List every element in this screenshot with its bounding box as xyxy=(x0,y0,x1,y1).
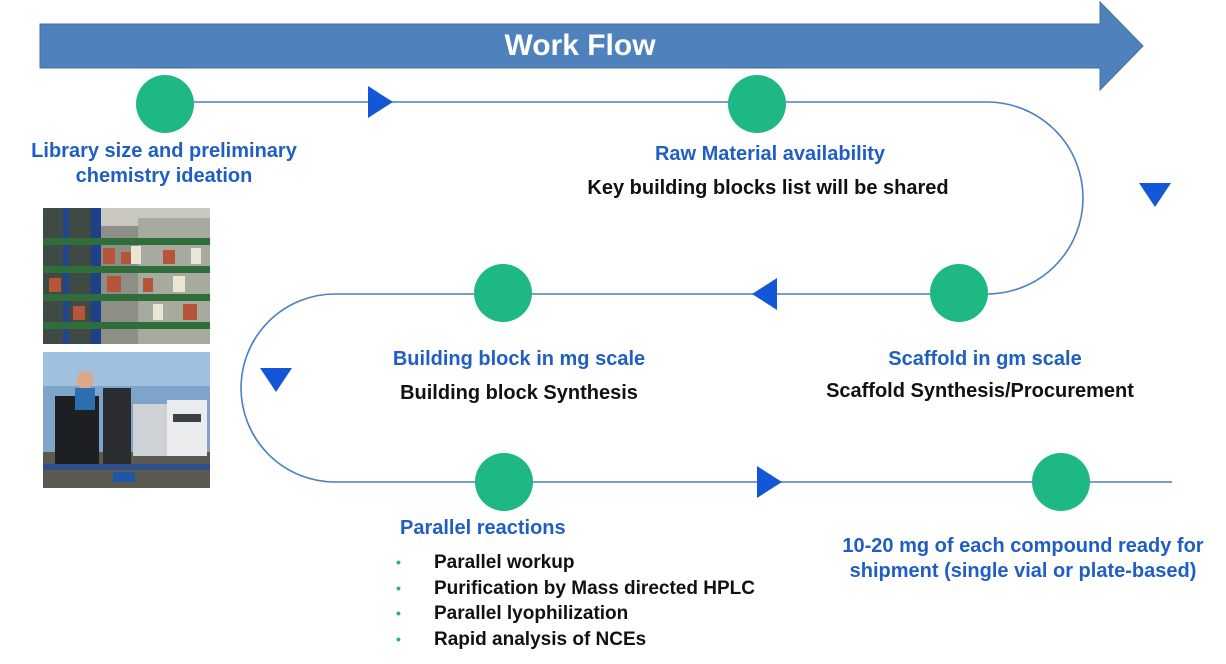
step-node-2 xyxy=(728,75,786,133)
step-6-title-line-1: 10-20 mg of each compound ready for xyxy=(842,535,1204,557)
step-6-title-line-2: shipment (single vial or plate-based) xyxy=(849,560,1197,582)
banner-arrow xyxy=(39,0,1144,92)
step-1-title-line-2: chemistry ideation xyxy=(75,165,253,187)
direction-arrow-down-2 xyxy=(260,368,292,392)
bullet-dot: • xyxy=(396,630,401,647)
step-3-title: Scaffold in gm scale xyxy=(888,348,1082,370)
direction-arrow-left xyxy=(752,278,777,310)
step-3-detail: Scaffold Synthesis/Procurement xyxy=(826,380,1134,402)
step-4-detail: Building block Synthesis xyxy=(400,382,638,404)
bullet-dot: • xyxy=(396,579,401,596)
step-1-title-line-1: Library size and preliminary xyxy=(31,140,297,162)
bullet-text: Purification by Mass directed HPLC xyxy=(434,577,755,599)
step-5-bullet-list: • Parallel workup • Purification by Mass d… xyxy=(396,550,755,652)
bullet-text: Parallel lyophilization xyxy=(434,603,629,624)
step-node-5 xyxy=(475,453,533,511)
direction-arrow-right-1 xyxy=(368,86,393,118)
step-4-title: Building block in mg scale xyxy=(392,348,646,370)
bullet-item: • Parallel workup xyxy=(396,550,755,576)
step-node-3 xyxy=(930,264,988,322)
bullet-text: Parallel workup xyxy=(434,552,575,573)
bullet-dot: • xyxy=(396,554,401,570)
direction-arrow-down-1 xyxy=(1139,183,1171,207)
step-2-title: Raw Material availability xyxy=(654,143,886,165)
bullet-item: • Purification by Mass directed HPLC xyxy=(396,576,755,602)
bullet-dot: • xyxy=(396,605,401,621)
step-node-6 xyxy=(1032,453,1090,511)
step-5-title: Parallel reactions xyxy=(400,517,566,539)
bullet-text: Rapid analysis of NCEs xyxy=(434,628,647,650)
warehouse-shelves-photo xyxy=(43,208,210,344)
direction-arrow-right-2 xyxy=(757,466,782,498)
step-2-detail: Key building blocks list will be shared xyxy=(587,177,949,199)
flow-path xyxy=(165,101,1172,483)
step-node-1 xyxy=(136,75,194,133)
laboratory-equipment-photo xyxy=(43,352,210,488)
step-node-4 xyxy=(474,264,532,322)
bullet-item: • Rapid analysis of NCEs xyxy=(396,627,755,653)
banner-title: Work Flow xyxy=(504,29,656,62)
bullet-item: • Parallel lyophilization xyxy=(396,601,755,627)
